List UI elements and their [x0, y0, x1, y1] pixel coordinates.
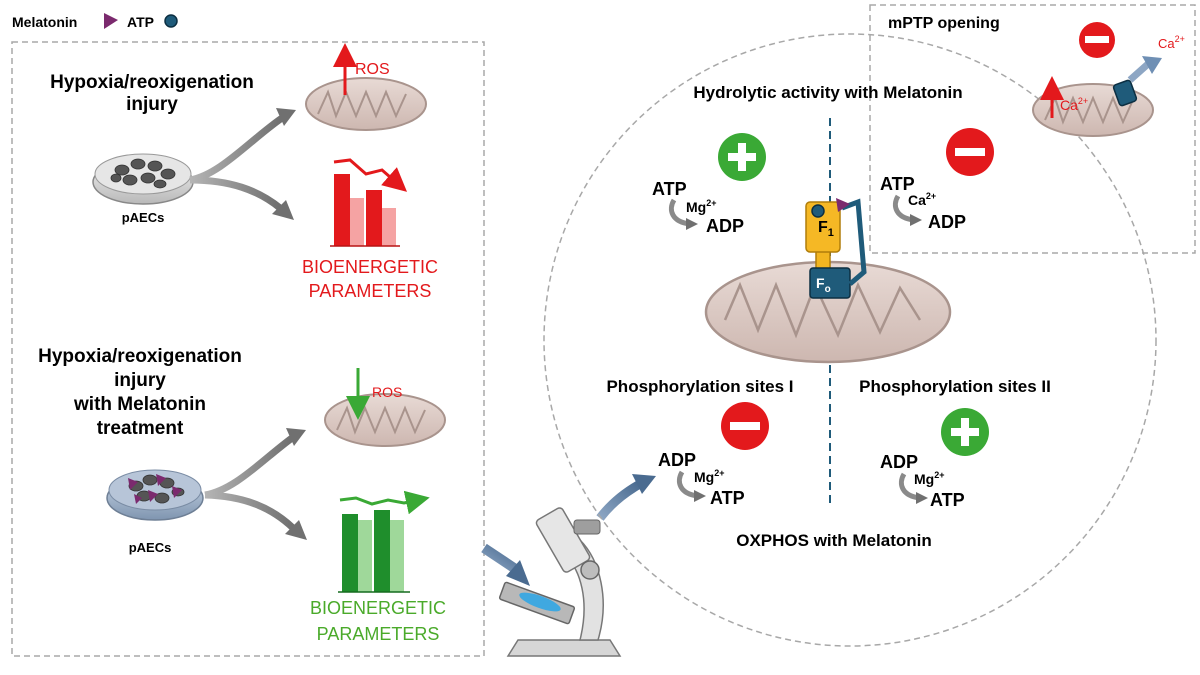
- pAECs-label-bottom: pAECs: [129, 540, 172, 555]
- melatonin-title-line3: with Melatonin: [73, 394, 206, 415]
- f1-label: F1: [818, 219, 834, 239]
- minus-icon-hydrolytic: [946, 128, 994, 176]
- arrow-to-bio-top: [189, 176, 283, 211]
- bio-label-top-line1: BIOENERGETIC: [302, 257, 438, 277]
- arrow-to-ros-top: [189, 115, 284, 184]
- reaction-to: ADP: [706, 216, 744, 236]
- reaction-to: ADP: [928, 212, 966, 232]
- mptp-box-border: [869, 4, 1196, 254]
- oxphos-left-reaction: ADP Mg2+ ATP: [658, 450, 745, 508]
- oxphos-title: OXPHOS with Melatonin: [736, 531, 932, 550]
- oxphos-right-reaction: ADP Mg2+ ATP: [880, 452, 965, 510]
- stable-trend-arrow-icon: [339, 490, 430, 515]
- legend-atp-label: ATP: [127, 14, 154, 30]
- bio-label-bottom-line1: BIOENERGETIC: [310, 598, 446, 618]
- hydrolysis-right-reaction: ATP Ca2+ ADP: [880, 174, 966, 232]
- melatonin-title-line2: injury: [114, 370, 166, 391]
- hydrolysis-left-reaction: ATP Mg2+ ADP: [652, 179, 744, 236]
- melatonin-triangle-icon: [836, 198, 850, 212]
- ros-label-top: ROS: [355, 61, 390, 78]
- atp-circle-icon: [811, 204, 825, 218]
- melatonin-section: Hypoxia/reoxigenation injury with Melato…: [38, 346, 446, 644]
- bio-label-bottom-line2: PARAMETERS: [317, 624, 440, 644]
- reaction-to: ATP: [930, 490, 965, 510]
- pAECs-label-top: pAECs: [122, 210, 165, 225]
- plus-icon-hydrolytic: [718, 133, 766, 181]
- mitochondrion-icon: [305, 77, 427, 131]
- petri-dish-melatonin-icon: [106, 469, 204, 521]
- hypoxia-section: Hypoxia/reoxigenation injury pAECs ROS: [50, 43, 438, 301]
- reaction-to: ATP: [710, 488, 745, 508]
- melatonin-title-line1: Hypoxia/reoxigenation: [38, 346, 242, 367]
- melatonin-title-line4: treatment: [97, 418, 184, 439]
- minus-icon-oxphos: [721, 402, 769, 450]
- hydrolytic-title: Hydrolytic activity with Melatonin: [693, 83, 962, 102]
- plus-icon-oxphos: [941, 408, 989, 456]
- phos-sites-2-label: Phosphorylation sites II: [859, 377, 1051, 396]
- hypoxia-title-line2: injury: [126, 94, 178, 115]
- arrow-to-microscope: [481, 543, 517, 573]
- bio-label-top-line2: PARAMETERS: [309, 281, 432, 301]
- mitochondrion-icon: [324, 393, 446, 447]
- ca-out-label: Ca2+: [1158, 34, 1185, 51]
- fo-label: Fo: [816, 275, 831, 295]
- arrow-to-bio-bottom: [204, 491, 296, 531]
- arrow-to-zoom-circle: [596, 480, 643, 521]
- ca-in-label: Ca2+: [1060, 96, 1088, 113]
- ros-label-bottom: ROS: [372, 384, 402, 400]
- legend-melatonin-label: Melatonin: [12, 14, 77, 30]
- green-bar-chart-icon: [338, 510, 410, 593]
- mptp-title: mPTP opening: [888, 15, 1000, 32]
- phos-sites-1-label: Phosphorylation sites I: [606, 377, 793, 396]
- reaction-from: ADP: [880, 452, 918, 472]
- reaction-from: ADP: [658, 450, 696, 470]
- melatonin-triangle-icon: [104, 13, 118, 29]
- atp-circle-icon: [164, 14, 178, 28]
- red-bar-chart-icon: [330, 174, 400, 247]
- arrow-to-ros-bottom: [204, 435, 295, 499]
- mptp-pore-icon: [1112, 79, 1138, 107]
- reaction-from: ATP: [880, 174, 915, 194]
- zoom-circle-border: [543, 33, 1157, 647]
- reaction-ion: Ca2+: [908, 191, 936, 208]
- legend: Melatonin ATP: [12, 13, 178, 30]
- petri-dish-icon: [92, 153, 194, 205]
- atp-synthase-icon: [805, 198, 867, 299]
- reaction-from: ATP: [652, 179, 687, 199]
- reaction-ion: Mg2+: [686, 198, 716, 215]
- left-panel-border: [11, 41, 485, 657]
- microscope-icon: [498, 507, 622, 657]
- decrease-trend-arrow-icon: [333, 158, 408, 192]
- reaction-ion: Mg2+: [694, 468, 724, 485]
- reaction-ion: Mg2+: [914, 470, 944, 487]
- mptp-minus-icon: [1079, 22, 1115, 58]
- hypoxia-title-line1: Hypoxia/reoxigenation: [50, 72, 254, 93]
